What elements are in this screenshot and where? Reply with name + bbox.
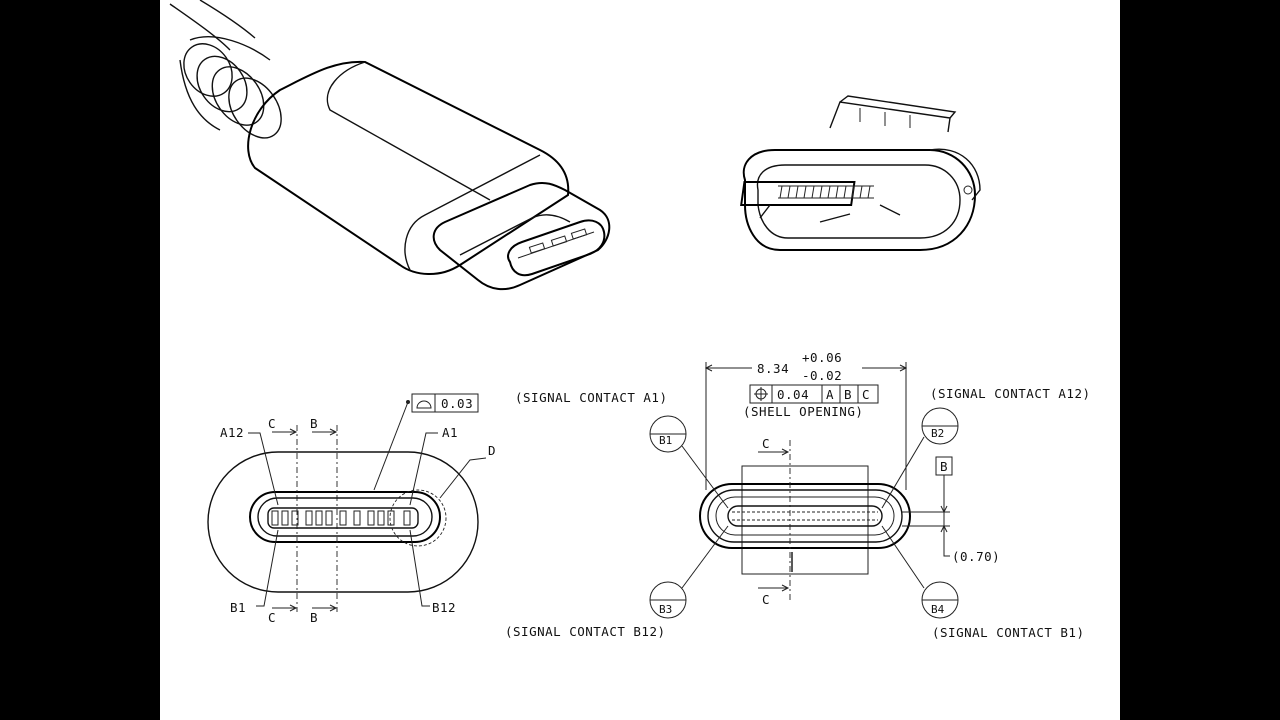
bubble-b2: B2: [921, 407, 959, 445]
label-a12: A12: [220, 425, 244, 440]
shell-opening-label: (SHELL OPENING): [743, 404, 863, 419]
plug-contacts: [271, 510, 411, 526]
svg-text:B1: B1: [659, 434, 672, 447]
tolerance-minus: -0.02: [802, 368, 842, 383]
usb-c-technical-drawing: 0.03 A12 A1 B1 B12 C B C B D 8.34 +0.06 …: [169, 0, 1091, 640]
receptacle-front-view: 8.34 +0.06 -0.02 0.04 A B C (SHELL OPENI…: [505, 350, 1091, 640]
dimension-width: 8.34: [757, 361, 789, 376]
datum-c-ref: C: [862, 387, 870, 402]
bubble-b3: B3: [649, 581, 687, 619]
drawing-sheet: 0.03 A12 A1 B1 B12 C B C B D 8.34 +0.06 …: [160, 0, 1120, 720]
usb-c-plug-illustration: [169, 0, 611, 291]
signal-contact-a12-label: (SIGNAL CONTACT A12): [930, 386, 1091, 401]
profile-tolerance-value: 0.03: [441, 396, 473, 411]
datum-b-ref: B: [844, 387, 852, 402]
svg-text:B3: B3: [659, 603, 672, 616]
section-b-top: B: [310, 416, 318, 431]
section-c-bottom: C: [268, 610, 276, 625]
signal-contact-a1-label: (SIGNAL CONTACT A1): [515, 390, 668, 405]
detail-d-label: D: [488, 443, 496, 458]
usb-c-receptacle-illustration: [740, 95, 981, 251]
signal-contact-b12-label: (SIGNAL CONTACT B12): [505, 624, 666, 639]
section-c-top: C: [268, 416, 276, 431]
section-b-bottom: B: [310, 610, 318, 625]
svg-text:B4: B4: [931, 603, 945, 616]
section-c-bottom-right: C: [762, 592, 770, 607]
bubble-b4: B4: [921, 581, 959, 619]
profile-tolerance-frame: [411, 393, 479, 413]
plug-front-view: 0.03 A12 A1 B1 B12 C B C B D: [207, 393, 496, 625]
label-a1: A1: [442, 425, 458, 440]
profile-of-surface-icon: [416, 400, 432, 409]
bubble-b1: B1: [649, 415, 687, 453]
datum-b-label: B: [940, 459, 948, 474]
position-tolerance-frame: 0.04 A B C: [749, 384, 879, 404]
label-b12: B12: [432, 600, 456, 615]
svg-text:B2: B2: [931, 427, 944, 440]
datum-a-ref: A: [826, 387, 834, 402]
label-b1: B1: [230, 600, 246, 615]
dimension-070: (0.70): [952, 549, 1000, 564]
section-c-top-right: C: [762, 436, 770, 451]
receptacle-contacts: [779, 185, 871, 199]
position-tolerance-value: 0.04: [777, 387, 809, 402]
signal-contact-b1-label: (SIGNAL CONTACT B1): [932, 625, 1085, 640]
tolerance-plus: +0.06: [802, 350, 842, 365]
